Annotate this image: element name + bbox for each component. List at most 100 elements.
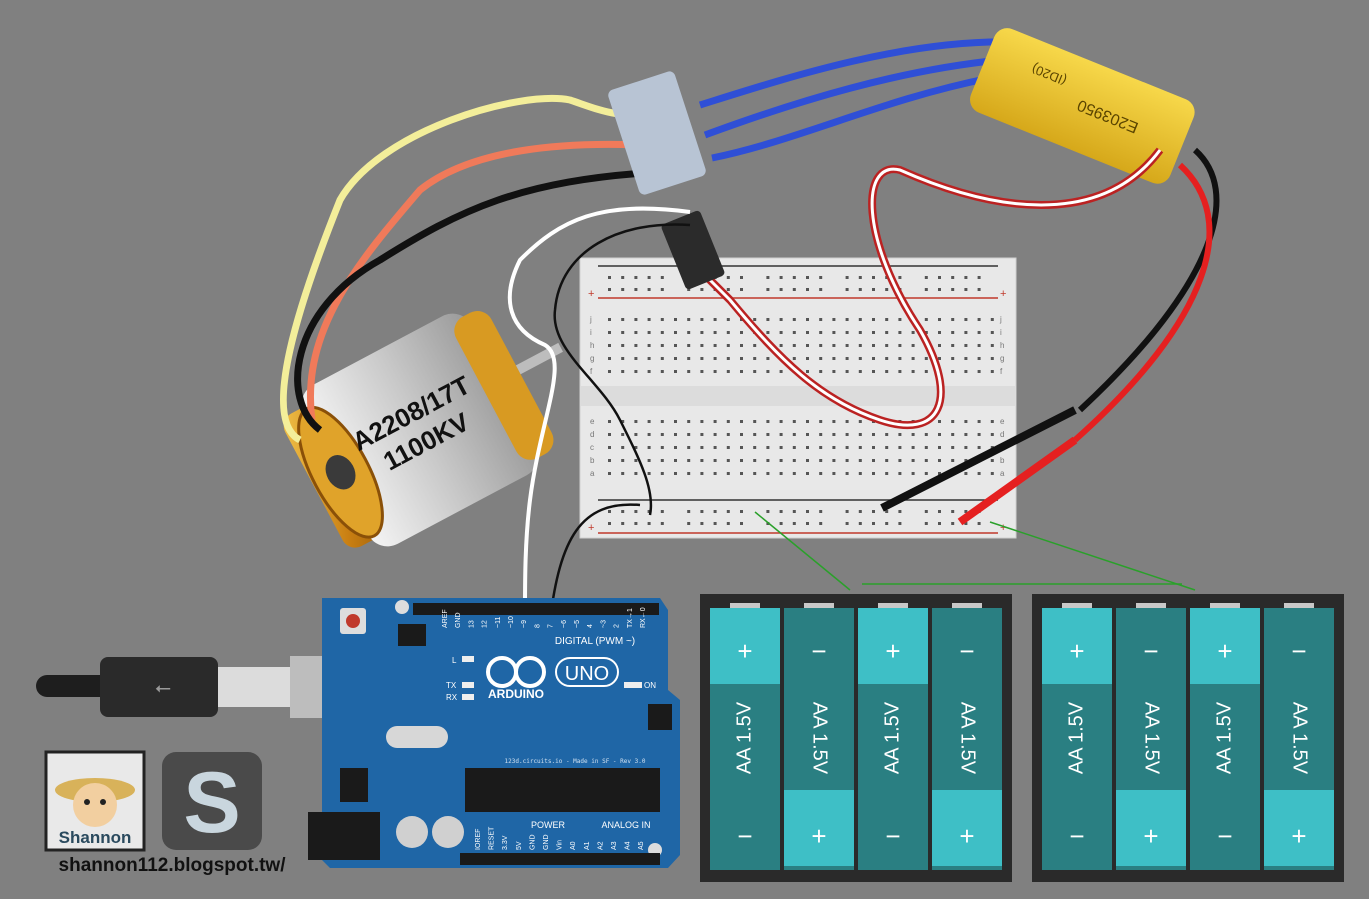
breadboard-hole	[990, 331, 994, 334]
battery-cap-bottom	[858, 790, 928, 866]
dc-barrel-jack	[308, 812, 380, 860]
breadboard-hole	[687, 331, 691, 334]
arduino-logo: ARDUINO	[486, 656, 546, 701]
breadboard-hole	[951, 344, 955, 347]
signal-wire-white	[507, 206, 691, 611]
breadboard-hole	[911, 370, 915, 373]
rail-hole	[872, 510, 875, 513]
breadboard-hole	[726, 331, 730, 334]
row-letter: c	[590, 443, 594, 452]
breadboard-hole	[647, 331, 651, 334]
breadboard-hole	[713, 459, 717, 462]
breadboard-hole	[938, 344, 941, 347]
author-avatar: Shannon	[44, 750, 146, 852]
breadboard-hole	[898, 318, 902, 321]
breadboard-hole	[621, 472, 625, 475]
breadboard-hole	[872, 446, 875, 449]
rail-hole	[885, 510, 889, 513]
breadboard-hole	[700, 357, 704, 360]
breadboard-hole	[647, 357, 651, 360]
rail-hole	[634, 288, 638, 291]
battery-contact	[1136, 603, 1166, 611]
breadboard-hole	[806, 370, 809, 373]
power-pin-label: A1	[584, 841, 591, 850]
rail-hole	[898, 510, 902, 513]
battery-label: AA 1.5V	[809, 702, 831, 775]
jumper-black-to-rail	[880, 406, 1077, 512]
breadboard-hole	[766, 357, 770, 360]
breadboard-hole	[977, 370, 981, 373]
breadboard-hole	[911, 433, 915, 436]
rail-hole	[740, 510, 743, 513]
breadboard-hole	[700, 344, 704, 347]
breadboard-hole	[832, 433, 836, 436]
breadboard-hole	[647, 459, 651, 462]
breadboard-hole	[740, 446, 743, 449]
rail-hole	[792, 522, 796, 525]
digital-pin-label: RX←0	[640, 607, 647, 628]
battery-cell: −+AA 1.5V	[1264, 603, 1334, 870]
breadboard-hole	[938, 318, 941, 321]
battery-cap-top	[710, 608, 780, 684]
blog-url[interactable]: shannon112.blogspot.tw/	[59, 855, 287, 876]
breadboard-hole	[792, 459, 796, 462]
breadboard-hole	[792, 420, 796, 423]
breadboard-hole	[779, 344, 783, 347]
breadboard-hole	[938, 357, 941, 360]
rail-hole	[726, 510, 730, 513]
battery-cap-top	[858, 608, 928, 684]
power-analog-header	[460, 853, 660, 865]
breadboard-hole	[608, 318, 611, 321]
breadboard-hole	[766, 318, 770, 321]
breadboard-hole	[621, 446, 625, 449]
breadboard-hole	[779, 331, 783, 334]
battery-top-terminal: +	[1069, 636, 1084, 666]
breadboard-hole	[634, 331, 638, 334]
breadboard-hole	[951, 433, 955, 436]
breadboard-hole	[766, 433, 770, 436]
row-letter: h	[590, 341, 594, 350]
breadboard-hole	[700, 331, 704, 334]
row-letter: a	[1000, 469, 1005, 478]
breadboard-hole	[687, 370, 691, 373]
rail-hole	[858, 276, 862, 279]
row-letter: d	[590, 430, 594, 439]
esc-wire-blue-3	[711, 74, 991, 162]
battery-cell: −+AA 1.5V	[932, 603, 1002, 870]
breadboard-hole	[858, 459, 862, 462]
row-letter: i	[1000, 328, 1002, 337]
digital-pin-label: 13	[468, 620, 475, 628]
breadboard-hole	[753, 433, 757, 436]
battery-cap-top	[932, 608, 1002, 684]
battery-label: AA 1.5V	[881, 701, 903, 774]
breadboard-hole	[832, 370, 836, 373]
breadboard-hole	[924, 446, 928, 449]
breadboard-hole	[845, 370, 849, 373]
esc-wire-blue-2	[703, 56, 1001, 139]
breadboard-hole	[700, 420, 704, 423]
jumper-red-to-rail	[957, 436, 1078, 526]
breadboard-hole	[647, 433, 651, 436]
breadboard-hole	[819, 318, 823, 321]
breadboard-hole	[713, 357, 717, 360]
rail-hole	[660, 522, 664, 525]
led-rx-label: RX	[446, 693, 458, 702]
digital-pin-label: AREF	[442, 609, 449, 628]
breadboard-hole	[634, 370, 638, 373]
breadboard-hole	[700, 370, 704, 373]
rail-hole	[938, 510, 941, 513]
breadboard-hole	[740, 459, 743, 462]
breadboard-hole	[740, 344, 743, 347]
rail-hole	[647, 288, 651, 291]
breadboard-hole	[858, 331, 862, 334]
power-pin-label: RESET	[489, 826, 496, 850]
breadboard-hole	[713, 446, 717, 449]
breadboard-hole	[660, 420, 664, 423]
row-letter: b	[1000, 456, 1005, 465]
breadboard-hole	[964, 433, 968, 436]
breadboard-hole	[938, 433, 941, 436]
battery-label: AA 1.5V	[1141, 702, 1163, 775]
breadboard-row-letters: jjiihhggffeeddccbbaa	[589, 315, 1005, 478]
rail-hole	[924, 276, 928, 279]
breadboard-hole	[911, 446, 915, 449]
